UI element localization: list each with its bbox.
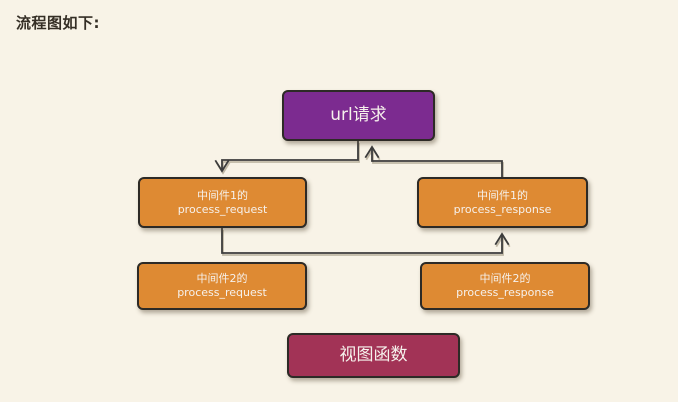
edge-mw1-process-request-to-mw1-process-response xyxy=(221,228,510,254)
node-mw1-process-response-line1: 中间件1的 xyxy=(477,188,528,202)
node-mw2-process-response-line2: process_response xyxy=(456,286,554,299)
node-mw1-process-request-line2: process_request xyxy=(177,202,268,216)
node-mw1-process-response-line2: process_response xyxy=(453,202,552,216)
node-mw2-process-request: 中间件2的 process_request xyxy=(137,262,307,310)
node-url-request-label: url请求 xyxy=(330,104,387,125)
page-title: 流程图如下: xyxy=(16,14,100,32)
node-mw1-process-response: 中间件1的 process_response xyxy=(417,177,588,228)
node-view-function: 视图函数 xyxy=(287,333,460,378)
node-url-request: url请求 xyxy=(282,90,435,141)
node-view-function-label: 视图函数 xyxy=(339,344,408,365)
node-mw1-process-request-line1: 中间件1的 xyxy=(197,188,248,202)
node-mw2-process-request-line1: 中间件2的 xyxy=(196,272,248,286)
node-mw1-process-request: 中间件1的 process_request xyxy=(138,177,307,228)
edge-url-request-to-mw1-process-request xyxy=(214,141,359,173)
node-mw2-process-request-line2: process_request xyxy=(177,286,267,299)
edge-mw1-process-response-to-url-request xyxy=(364,145,503,177)
node-mw2-process-response-line1: 中间件2的 xyxy=(479,272,531,286)
node-mw2-process-response: 中间件2的 process_response xyxy=(420,262,590,310)
